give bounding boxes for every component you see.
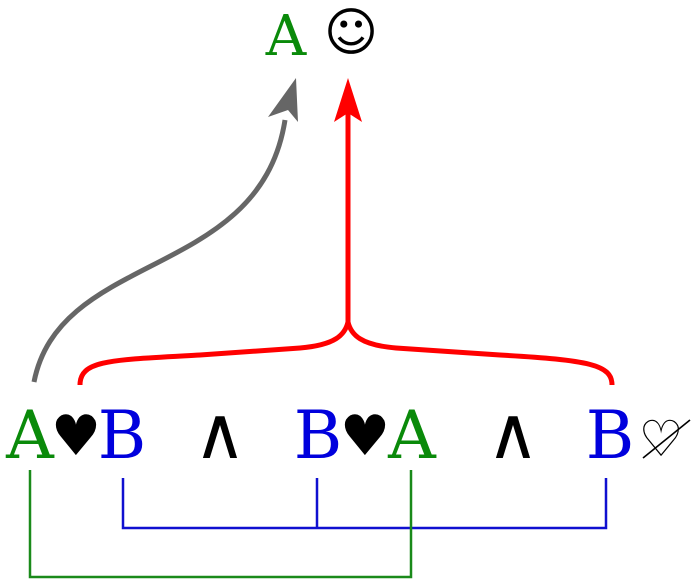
top-letter-a: A xyxy=(265,4,307,69)
heart-icon: ♥ xyxy=(51,404,101,469)
grey-arrowhead xyxy=(268,78,298,122)
token-a-2: A xyxy=(387,397,437,474)
and-operator-2: ∧ xyxy=(487,391,540,475)
heart-icon: ♥ xyxy=(340,404,390,469)
token-b-1: B xyxy=(98,397,147,474)
b-link-lines xyxy=(121,478,608,530)
broken-heart-arrow xyxy=(642,419,691,459)
a-link xyxy=(28,470,413,579)
a-link-lines xyxy=(28,470,413,579)
grey-arrow xyxy=(31,78,298,383)
token-b-2: B xyxy=(294,397,343,474)
smiley-icon: ☺ xyxy=(324,3,378,63)
and-operator-1: ∧ xyxy=(194,391,247,475)
token-b-3: B xyxy=(586,397,635,474)
b-link xyxy=(121,478,608,530)
broken-heart-glyph: ♡ xyxy=(639,410,684,468)
expression: A ♥ B ∧ B ♥ A ∧ B ♡ xyxy=(5,391,691,475)
broken-heart-icon: ♡ xyxy=(639,410,691,468)
red-brace xyxy=(77,321,615,386)
red-brace-arrow xyxy=(77,78,615,386)
grey-arrow-shaft xyxy=(31,119,288,383)
red-arrowhead xyxy=(334,78,362,122)
token-a-1: A xyxy=(5,397,55,474)
